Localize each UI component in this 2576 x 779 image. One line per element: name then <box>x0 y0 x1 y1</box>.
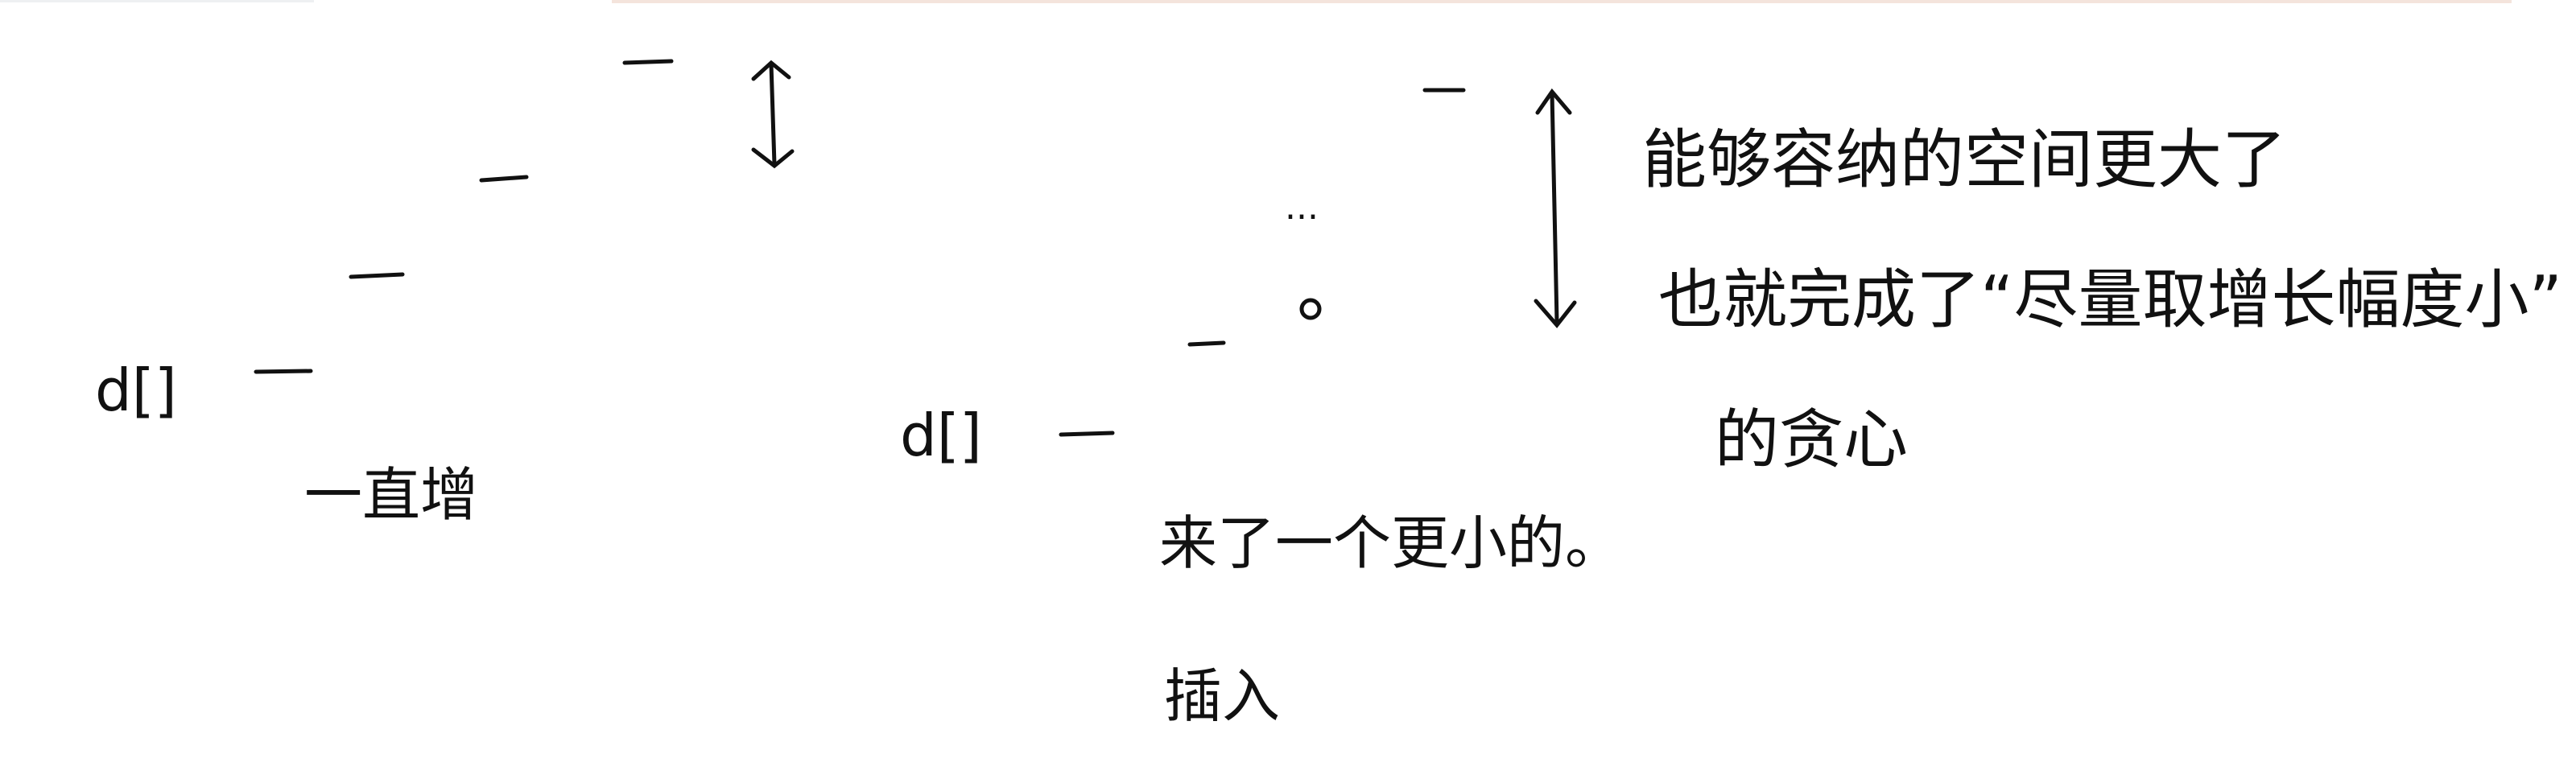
step-4 <box>622 59 674 65</box>
step-3 <box>479 175 529 183</box>
step-new <box>1187 340 1226 347</box>
right-staircase <box>1059 88 1466 437</box>
note-insert: 插入 <box>1164 662 1280 730</box>
step-2 <box>349 272 405 279</box>
left-gap-arrow <box>751 60 795 169</box>
right-gap-arrow <box>1534 88 1577 328</box>
annotation-line-1: 能够容纳的空间更大了 <box>1642 122 2286 197</box>
annotation-line-2: 也就完成了“尽量取增长幅度小” <box>1658 262 2562 337</box>
left-staircase <box>254 59 674 374</box>
right-array-label: d[] <box>900 402 982 469</box>
step-low <box>1059 431 1115 437</box>
note-smaller-one: 来了一个更小的。 <box>1159 509 1623 577</box>
top-edge-strip-left <box>0 0 314 2</box>
step-1 <box>254 369 313 374</box>
new-point-circle <box>1299 298 1322 320</box>
annotation-line-3: 的贪心 <box>1715 402 1908 477</box>
top-edge-strip <box>612 0 2512 3</box>
left-array-label: d[] <box>95 357 177 424</box>
right-ellipsis: ... <box>1285 187 1319 228</box>
left-caption: 一直增 <box>304 461 478 529</box>
